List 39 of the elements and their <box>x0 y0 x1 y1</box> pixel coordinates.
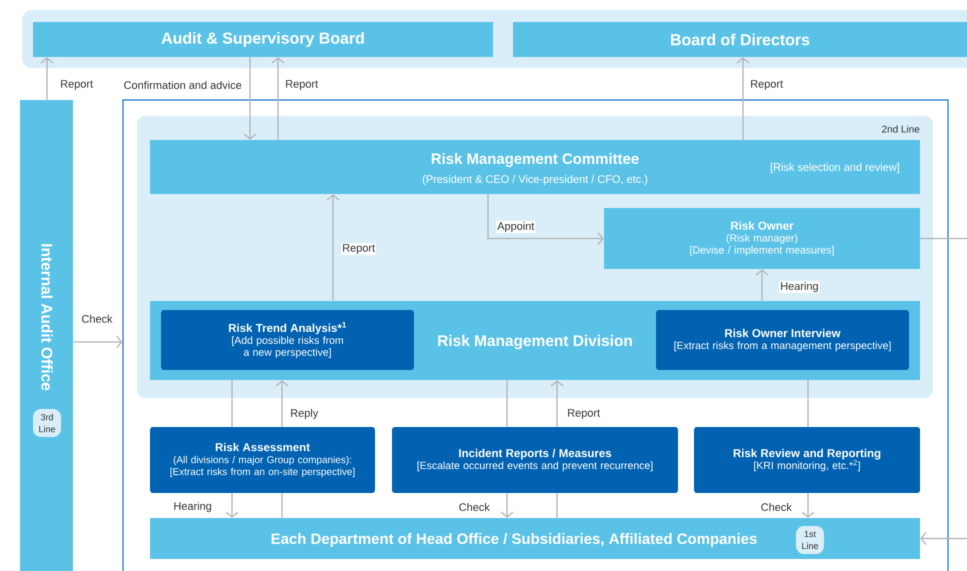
line-badge: 3rd Line <box>33 409 61 437</box>
frame-box <box>122 99 949 571</box>
process-box: Risk Trend Analysis*$^{1}$ [Add possible risks from a new perspective] <box>161 310 414 370</box>
board-box: Board of Directors <box>513 22 967 57</box>
committee-box: Risk Management Committee (President & CEO / Vice-president / CFO, etc.) [Risk selection and review] <box>150 140 920 194</box>
edge-label: Report <box>341 243 376 255</box>
arrow <box>550 380 564 427</box>
process-box: Incident Reports / Measures [Escalate occurred events and prevent recurrence] <box>392 427 678 493</box>
edge-label: Report <box>284 79 320 91</box>
arrow <box>73 336 122 348</box>
edge-label: Confirmation and advice <box>122 80 243 90</box>
line-badge: 1st Line <box>796 526 824 554</box>
edge-label: Check <box>760 502 793 512</box>
edge-label: Check <box>458 502 491 512</box>
edge-label: Appoint <box>496 220 536 234</box>
arrow <box>487 194 604 245</box>
edge-label: Hearing <box>172 500 213 514</box>
owner-box: Risk Owner (Risk manager) [Devise / implement measures] <box>604 208 920 269</box>
arrow <box>920 532 967 545</box>
edge-label: Report <box>749 79 784 91</box>
process-box: Risk Owner Interview [Extract risks from a management perspective] <box>656 310 909 370</box>
edge-label: Check <box>80 314 114 324</box>
arrow <box>756 269 768 301</box>
arrow <box>276 380 288 427</box>
arrow <box>40 57 54 100</box>
edge-label: Hearing <box>779 280 820 294</box>
process-box: Risk Review and Reporting [KRI monitoring, etc.*$^{2}$] <box>694 427 920 493</box>
edge-label: Report <box>59 79 94 91</box>
process-box: Risk Assessment (All divisions / major Group companies): [Extract risks from an on-site perspective] <box>150 427 375 493</box>
arrow <box>272 57 284 140</box>
arrow <box>226 493 238 518</box>
arrow <box>736 57 750 140</box>
board-box: Audit & Supervisory Board <box>33 22 493 57</box>
arrow <box>500 493 514 518</box>
arrow <box>244 57 256 140</box>
edge-label: Report <box>566 408 602 420</box>
arrow <box>802 493 814 518</box>
arrow <box>326 194 340 301</box>
edge-label: Reply <box>289 408 320 420</box>
